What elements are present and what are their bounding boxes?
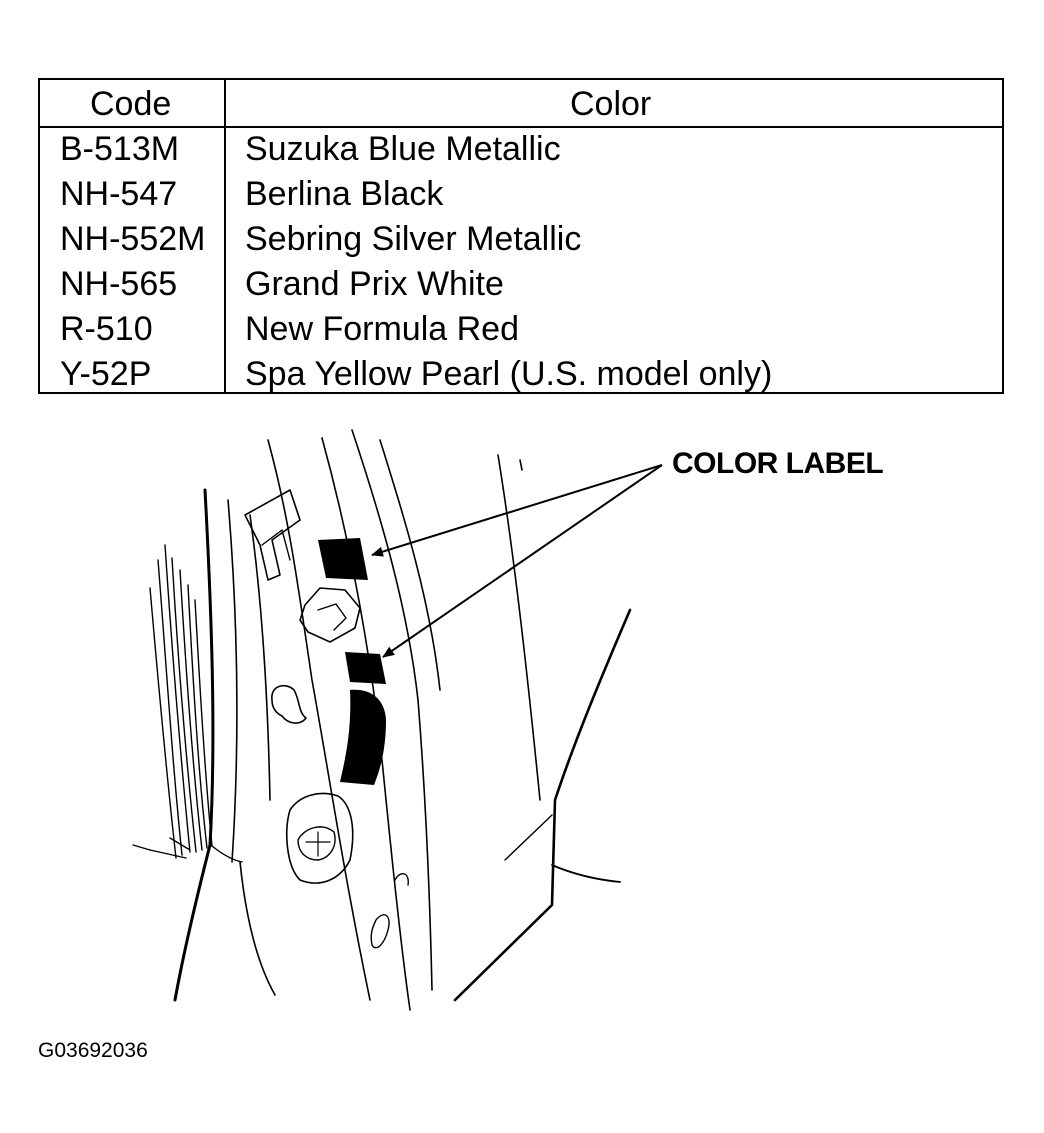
door-pillar-edge [173, 488, 215, 1002]
color-label-callout: COLOR LABEL [672, 447, 884, 480]
pillar-slot [394, 873, 409, 886]
rubber-pad [340, 689, 386, 785]
body-panel-edge [211, 845, 243, 863]
column-divider [224, 80, 226, 392]
table-row-color: New Formula Red [245, 310, 519, 348]
lower-bracket-inner [297, 826, 336, 861]
callout-arrow-lower [382, 464, 663, 658]
lower-bracket [286, 792, 354, 884]
upper-bracket-inner [261, 529, 291, 561]
upper-bracket [244, 489, 301, 581]
rear-body-outline [453, 608, 632, 1002]
door-jamb-illustration [132, 429, 663, 1011]
color-label-upper [318, 538, 368, 580]
table-row-code: NH-552M [60, 220, 206, 258]
table-row-color: Suzuka Blue Metallic [245, 130, 561, 168]
table-row-code: B-513M [60, 130, 180, 168]
lower-bracket-inner [305, 831, 331, 857]
rear-body-outline [504, 814, 553, 861]
table-row-code: NH-565 [60, 265, 178, 303]
pillar-slot [370, 914, 390, 949]
body-panel-edge [239, 861, 276, 996]
door-edge-lines [132, 544, 213, 859]
table-row-code: R-510 [60, 310, 153, 348]
color-column-header: Color [570, 85, 652, 123]
rear-body-outline [551, 864, 621, 883]
door-striker-inner [317, 603, 347, 631]
color-code-table: Code Color B-513M Suzuka Blue Metallic N… [38, 78, 1004, 394]
code-column-header: Code [90, 85, 172, 123]
pillar-contours [249, 429, 541, 1011]
table-row-color: Grand Prix White [245, 265, 504, 303]
table-row-color: Berlina Black [245, 175, 444, 213]
table-row-color: Spa Yellow Pearl (U.S. model only) [245, 355, 773, 393]
door-striker [299, 587, 361, 643]
header-rule [40, 126, 1002, 128]
callout-arrow-upper [371, 464, 663, 557]
table-row-code: NH-547 [60, 175, 178, 213]
clip-fastener [271, 684, 307, 724]
table-row-code: Y-52P [60, 355, 152, 393]
figure-id: G03692036 [38, 1039, 148, 1062]
color-label-lower [345, 652, 386, 684]
body-panel-edge [227, 499, 238, 863]
table-row-color: Sebring Silver Metallic [245, 220, 582, 258]
